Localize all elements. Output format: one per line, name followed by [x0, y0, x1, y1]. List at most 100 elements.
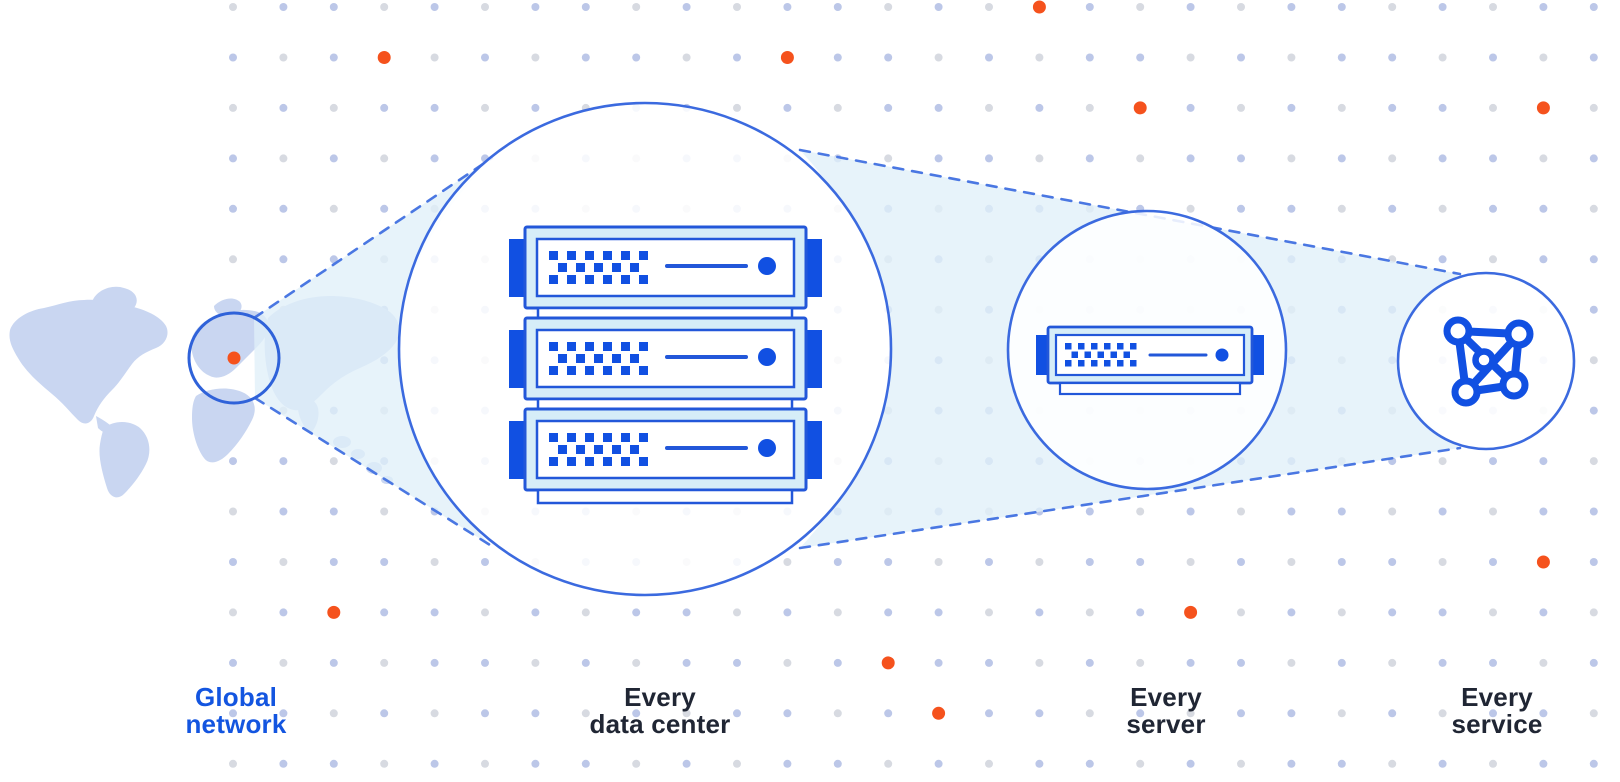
grid-dot [934, 759, 943, 768]
label-every-data-center: Every data center [550, 684, 770, 738]
grid-dot [632, 3, 641, 11]
grid-dot [1035, 658, 1044, 667]
grid-dot [531, 608, 540, 617]
grid-dot [1035, 709, 1044, 718]
grid-dot [1337, 608, 1346, 617]
grid-dot [430, 558, 439, 566]
grid-dot [733, 53, 741, 62]
grid-dot [985, 3, 993, 11]
grid-dot [1388, 709, 1397, 718]
grid-dot [733, 709, 741, 718]
grid-dot [1136, 154, 1145, 163]
grid-dot [783, 709, 792, 718]
grid-dot [1438, 507, 1447, 516]
grid-dot [733, 3, 741, 11]
grid-dot [1438, 204, 1447, 213]
grid-dot [934, 53, 943, 62]
grid-dot [682, 658, 691, 667]
grid-dot [481, 658, 489, 667]
grid-dot [1388, 204, 1397, 213]
grid-dot [1388, 658, 1397, 667]
grid-dot [1136, 3, 1145, 11]
grid-dot [934, 154, 943, 163]
label-every-server: Every server [1056, 684, 1276, 738]
grid-dot [430, 154, 439, 163]
grid-dot [531, 3, 540, 11]
vent-square [612, 263, 621, 272]
vent-square [1065, 343, 1072, 350]
grid-dot [1287, 759, 1296, 768]
grid-dot [1589, 507, 1598, 516]
grid-dot [329, 204, 338, 213]
grid-dot [934, 558, 943, 566]
grid-dot [1035, 53, 1044, 62]
grid-dot [279, 3, 288, 11]
vent-square [1110, 351, 1117, 358]
grid-dot [682, 709, 691, 718]
vent-square [594, 354, 603, 363]
grid-dot [1186, 53, 1195, 62]
grid-dot [733, 608, 741, 617]
grid-dot [884, 558, 893, 566]
vent-square [576, 263, 585, 272]
grid-dot [481, 558, 489, 566]
vent-square [594, 445, 603, 454]
global-network-circle [187, 311, 281, 405]
grid-dot [1489, 457, 1497, 466]
grid-dot [1388, 154, 1397, 163]
grid-dot [430, 3, 439, 11]
vent-square [585, 275, 594, 284]
grid-dot [1589, 356, 1598, 365]
grid-dot [682, 608, 691, 617]
vent-square [576, 445, 585, 454]
grid-dot [380, 759, 389, 768]
grid-dot [329, 507, 338, 516]
vent-dots [549, 433, 648, 466]
grid-dot [1287, 608, 1296, 617]
vent-square [594, 263, 603, 272]
grid-dot [1287, 154, 1296, 163]
vent-square [1065, 360, 1072, 367]
vent-square [576, 354, 585, 363]
grid-dot [733, 103, 741, 112]
grid-dot [1589, 255, 1598, 264]
label-line: server [1126, 709, 1206, 739]
grid-dot [481, 3, 489, 11]
accent-dot [1184, 605, 1198, 619]
vent-square [549, 342, 558, 351]
vent-square [585, 342, 594, 351]
grid-dot [1237, 53, 1245, 62]
grid-dot [833, 3, 842, 11]
grid-dot [581, 53, 590, 62]
vent-square [1117, 343, 1124, 350]
label-global-network: Global network [126, 684, 346, 738]
vent-square [603, 366, 612, 375]
grid-dot [279, 53, 288, 62]
grid-dot [1388, 507, 1397, 516]
grid-dot [1438, 255, 1447, 264]
grid-dot [1388, 3, 1397, 11]
grid-dot [1337, 154, 1346, 163]
grid-dot [380, 154, 389, 163]
grid-dot [279, 558, 288, 566]
grid-dot [1388, 558, 1397, 566]
grid-dot [1539, 154, 1548, 163]
vent-square [612, 354, 621, 363]
label-line: service [1451, 709, 1543, 739]
grid-dot [481, 103, 489, 112]
grid-dot [884, 53, 893, 62]
grid-dot [1539, 507, 1548, 516]
power-led [758, 439, 776, 457]
grid-dot [380, 608, 389, 617]
grid-dot [229, 3, 237, 11]
grid-dot [1085, 709, 1094, 718]
vent-square [549, 275, 558, 284]
vent-square [630, 263, 639, 272]
grid-dot [833, 53, 842, 62]
grid-dot [632, 709, 641, 718]
power-led [1215, 348, 1229, 362]
grid-dot [1489, 709, 1497, 718]
grid-dot [1539, 608, 1548, 617]
grid-dot [884, 608, 893, 617]
